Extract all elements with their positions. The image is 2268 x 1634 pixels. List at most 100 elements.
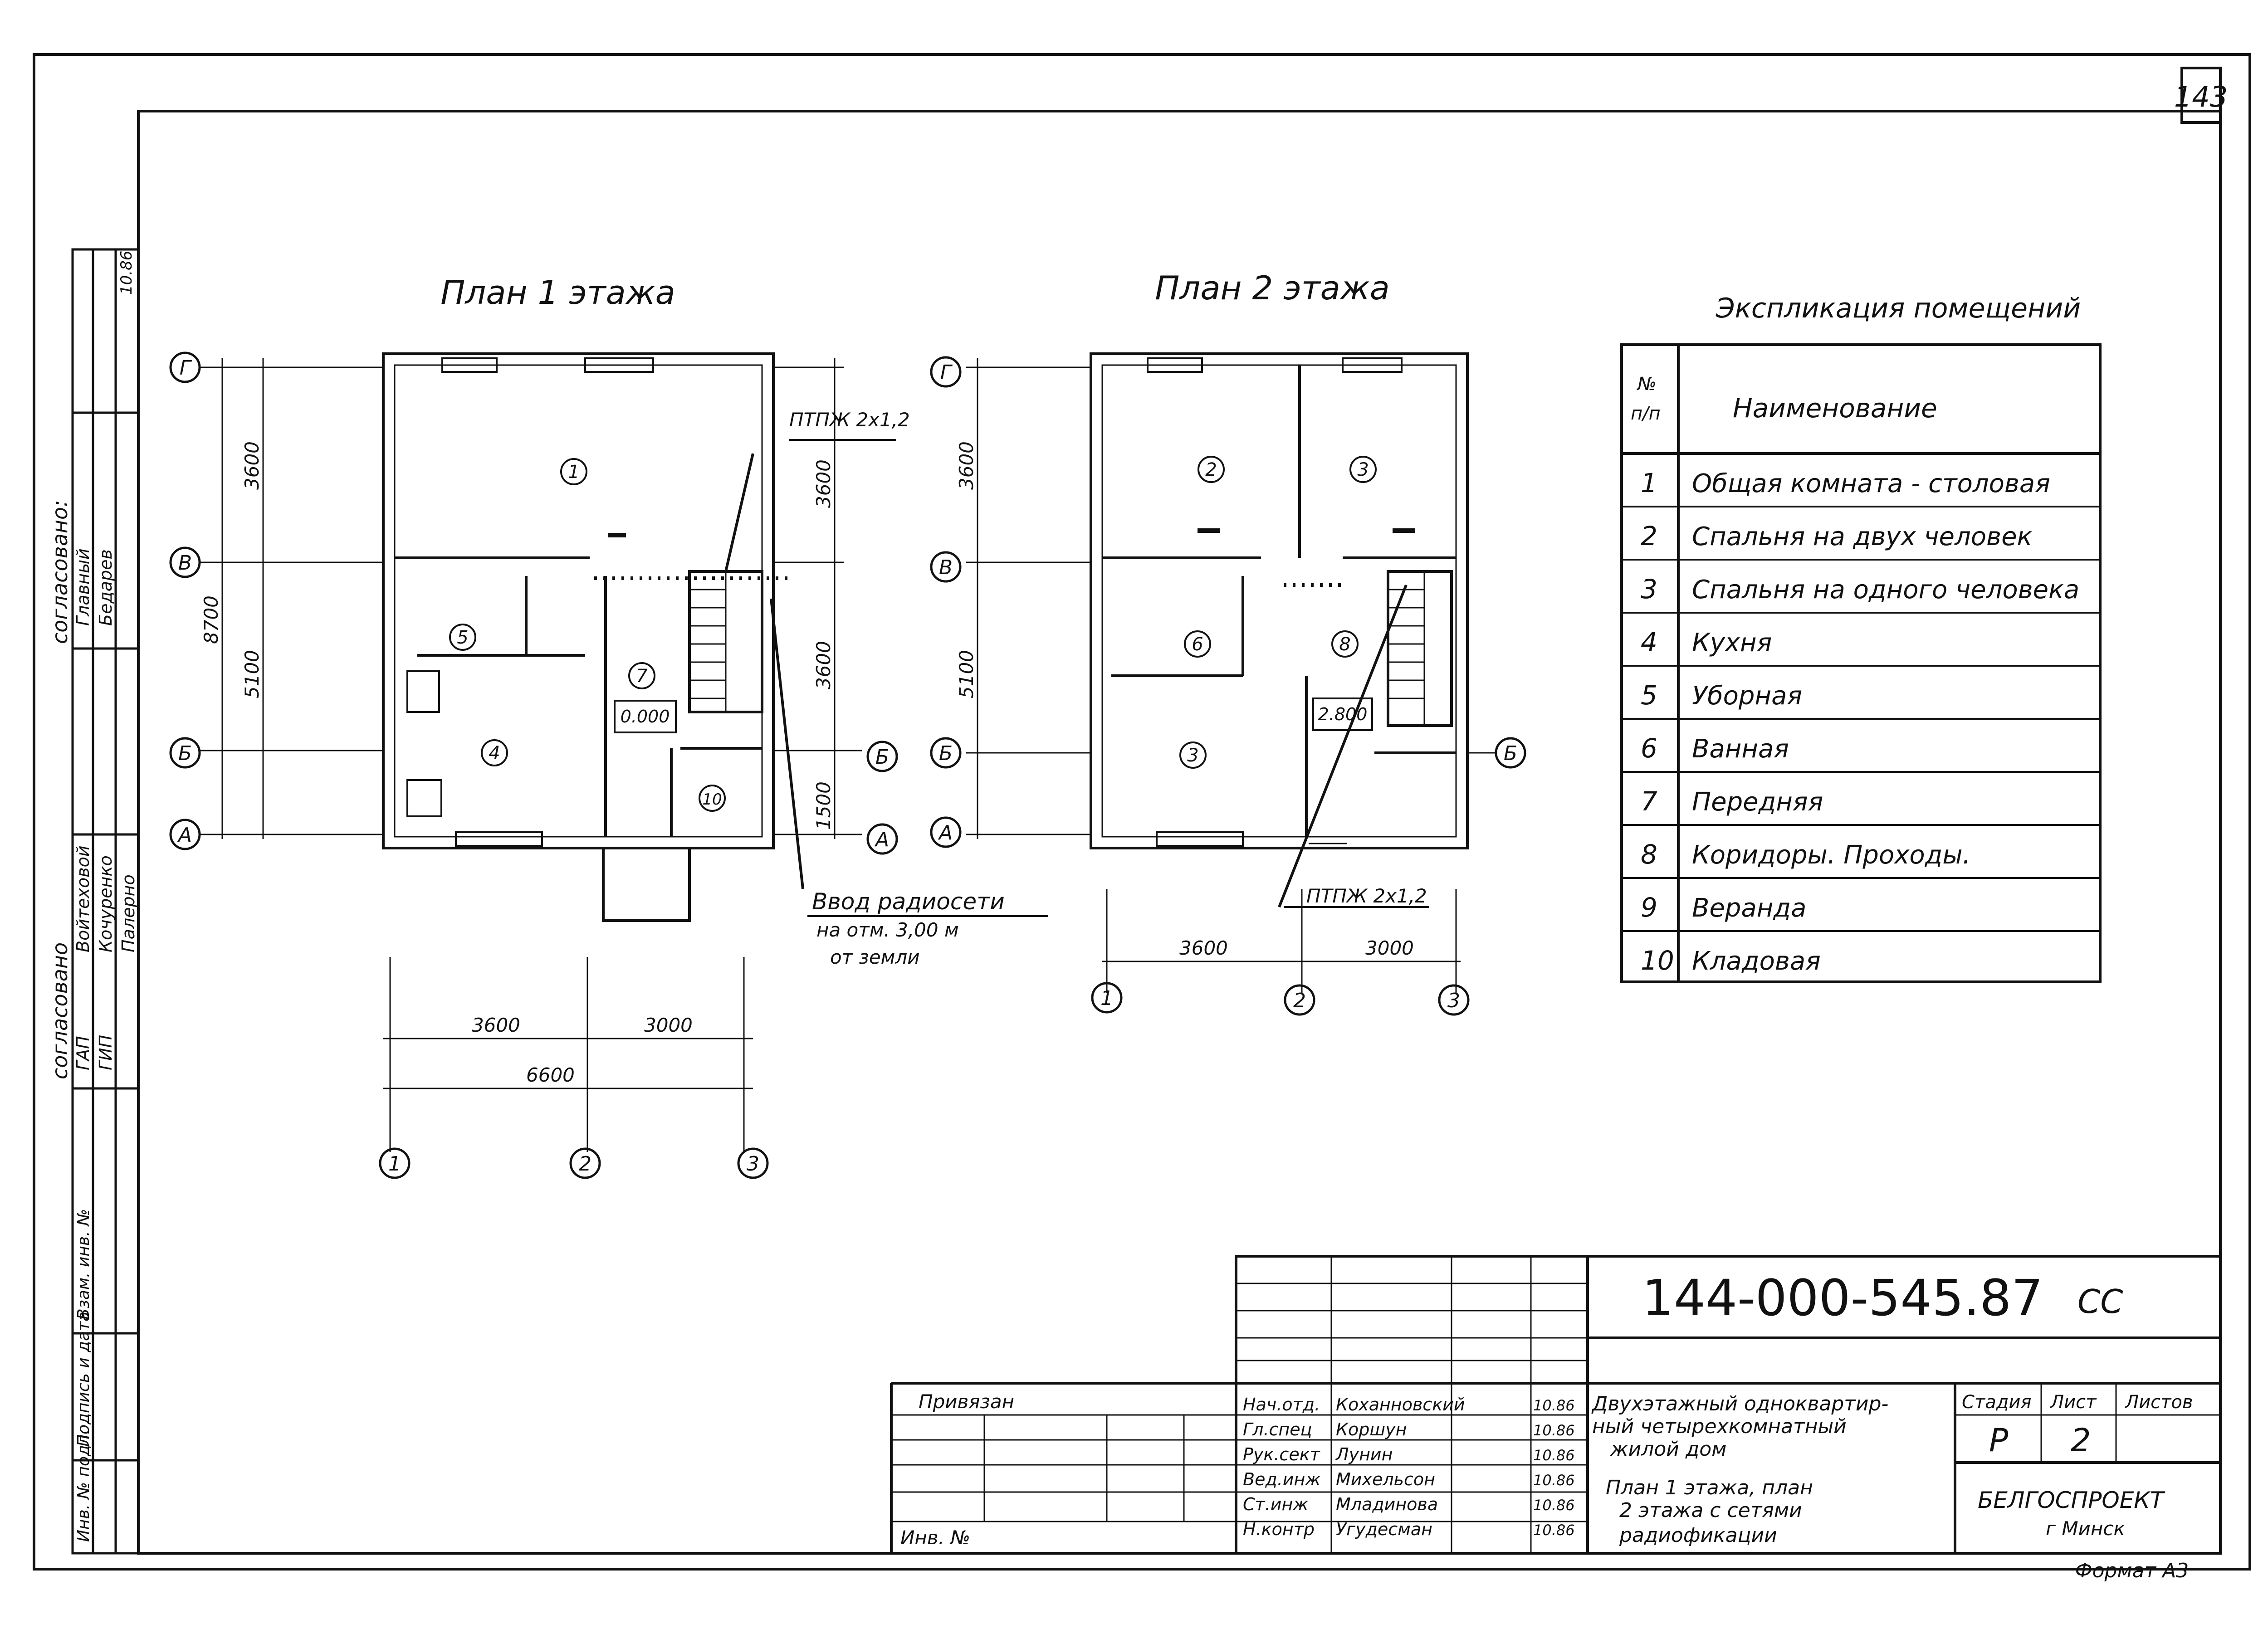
p1-dim-1500: 1500 xyxy=(812,781,835,830)
legend-row-number: 2 xyxy=(1641,521,1657,551)
stage-value: Р xyxy=(1989,1422,2009,1459)
plan1-title: План 1 этажа xyxy=(440,273,675,312)
legend-col-num-1: № xyxy=(1637,374,1657,395)
p1-axis-b-right: Б xyxy=(875,746,889,769)
page-number: 143 xyxy=(2174,80,2228,113)
p1-dim-3600-bottom: 3600 xyxy=(472,1014,520,1036)
p2-room-6: 6 xyxy=(1192,634,1203,655)
p1-axis-a: А xyxy=(177,824,192,847)
sheet-border xyxy=(33,53,2251,1571)
person-name: Коханновский xyxy=(1336,1395,1465,1415)
p1-dim-3600-right-2: 3600 xyxy=(812,641,835,689)
p1-axis-3: 3 xyxy=(747,1152,759,1176)
legend-row-name: Коридоры. Проходы. xyxy=(1692,840,1970,870)
sheet-name-3: радиофикации xyxy=(1619,1524,1777,1547)
person-role: Ст.инж xyxy=(1243,1494,1309,1514)
p2-cable-label: ПТПЖ 2х1,2 xyxy=(1306,885,1427,907)
person-date: 10.86 xyxy=(1533,1522,1575,1539)
p2-axis-1: 1 xyxy=(1100,987,1113,1010)
plan2-drawing xyxy=(1090,352,1469,908)
page-number-box xyxy=(2180,67,2222,124)
legend-row-number: 10 xyxy=(1641,945,1674,976)
p1-elevation: 0.000 xyxy=(621,707,670,727)
p2-dim-5100: 5100 xyxy=(955,650,978,698)
legend-row-number: 6 xyxy=(1641,733,1657,764)
p1-room-4: 4 xyxy=(489,743,500,764)
approval-strip xyxy=(71,248,140,1555)
format-label: Формат А3 xyxy=(2075,1559,2189,1582)
plan2-title: План 2 этажа xyxy=(1155,269,1390,307)
project-name-2: ный четырехкомнатный xyxy=(1592,1415,1847,1438)
person-date: 10.86 xyxy=(1533,1422,1575,1439)
p2-room-3: 3 xyxy=(1357,459,1369,480)
person-name: Угудесман xyxy=(1336,1519,1432,1539)
approval-gip-name: Кочуренко xyxy=(96,855,116,952)
person-date: 10.86 xyxy=(1533,1497,1575,1514)
org-city: г Минск xyxy=(2046,1517,2126,1540)
legend-col-num-2: п/п xyxy=(1631,403,1661,424)
vzam-label: Взам. инв. № xyxy=(74,1209,93,1320)
legend-row-name: Общая комната - столовая xyxy=(1692,469,2050,498)
p1-dim-5100: 5100 xyxy=(241,650,263,698)
person-date: 10.86 xyxy=(1533,1472,1575,1489)
project-name-3: жилой дом xyxy=(1610,1438,1726,1461)
p2-axis-b: Б xyxy=(939,742,953,765)
p1-axis-2: 2 xyxy=(579,1152,591,1176)
legend-row-name: Кухня xyxy=(1692,628,1772,658)
p1-inlet-note-2: на отм. 3,00 м xyxy=(816,919,959,941)
approval-name-1: Главный xyxy=(73,548,93,626)
inv-no-label: Инв. № xyxy=(900,1527,970,1549)
plan1-drawing xyxy=(382,352,804,922)
sheet-label: Лист xyxy=(2049,1392,2097,1413)
privyazan-label: Привязан xyxy=(919,1390,1014,1413)
stage-label: Стадия xyxy=(1962,1392,2031,1413)
p2-dim-3600: 3600 xyxy=(955,441,978,490)
p1-dim-6600: 6600 xyxy=(526,1064,575,1086)
person-role: Вед.инж xyxy=(1243,1469,1321,1489)
p1-dim-3600-left: 3600 xyxy=(241,441,263,490)
person-name: Михельсон xyxy=(1336,1469,1435,1489)
project-name-1: Двухэтажный одноквартир- xyxy=(1591,1392,1888,1415)
person-role: Нач.отд. xyxy=(1243,1395,1320,1415)
legend-row-name: Веранда xyxy=(1692,893,1806,923)
p1-dim-8700: 8700 xyxy=(200,595,222,644)
p1-inlet-note-3: от земли xyxy=(830,946,920,968)
p2-dim-3000-bottom: 3000 xyxy=(1365,937,1414,959)
doc-suffix: СС xyxy=(2077,1283,2123,1321)
p1-axis-g: Г xyxy=(180,356,192,380)
legend-row-name: Спальня на двух человек xyxy=(1692,522,2033,551)
person-role: Н.контр xyxy=(1243,1519,1315,1539)
p1-axis-a-right: А xyxy=(874,828,889,851)
p1-axis-b: Б xyxy=(178,742,192,765)
p2-dim-3600-bottom: 3600 xyxy=(1179,937,1228,959)
p2-axis-a: А xyxy=(938,821,953,844)
sheet-name-2: 2 этажа с сетями xyxy=(1619,1499,1802,1522)
legend-row-name: Передняя xyxy=(1692,787,1823,817)
legend-row-number: 1 xyxy=(1641,468,1657,498)
doc-code: 144-000-545.87 xyxy=(1642,1269,2043,1327)
approval-name-2: Бедарев xyxy=(96,549,116,626)
legend-row-number: 8 xyxy=(1641,839,1657,870)
legend-title: Экспликация помещений xyxy=(1716,293,2081,324)
p1-room-5: 5 xyxy=(457,627,468,648)
p1-inlet-note-1: Ввод радиосети xyxy=(812,888,1005,915)
p2-axis-2: 2 xyxy=(1293,989,1306,1012)
sign-label: Подпись и дата xyxy=(74,1312,93,1447)
legend-row-number: 7 xyxy=(1641,786,1657,817)
legend-row-name: Кладовая xyxy=(1692,946,1821,976)
p2-room-8: 8 xyxy=(1339,634,1350,655)
p2-axis-v: В xyxy=(939,556,953,579)
p1-room-10: 10 xyxy=(702,790,722,809)
p1-cable-label: ПТПЖ 2х1,2 xyxy=(789,409,910,431)
p1-room-1: 1 xyxy=(568,462,579,483)
person-role: Гл.спец xyxy=(1243,1419,1312,1439)
inv-label: Инв. № подл. xyxy=(74,1429,93,1542)
legend-row-name: Ванная xyxy=(1692,734,1789,764)
legend-row-number: 4 xyxy=(1641,627,1657,658)
sheets-label: Листов xyxy=(2124,1392,2193,1413)
legend-row-name: Уборная xyxy=(1692,681,1802,711)
sheet-value: 2 xyxy=(2071,1422,2091,1459)
legend-row-number: 3 xyxy=(1641,574,1657,605)
p1-dim-3000-bottom: 3000 xyxy=(644,1014,693,1036)
